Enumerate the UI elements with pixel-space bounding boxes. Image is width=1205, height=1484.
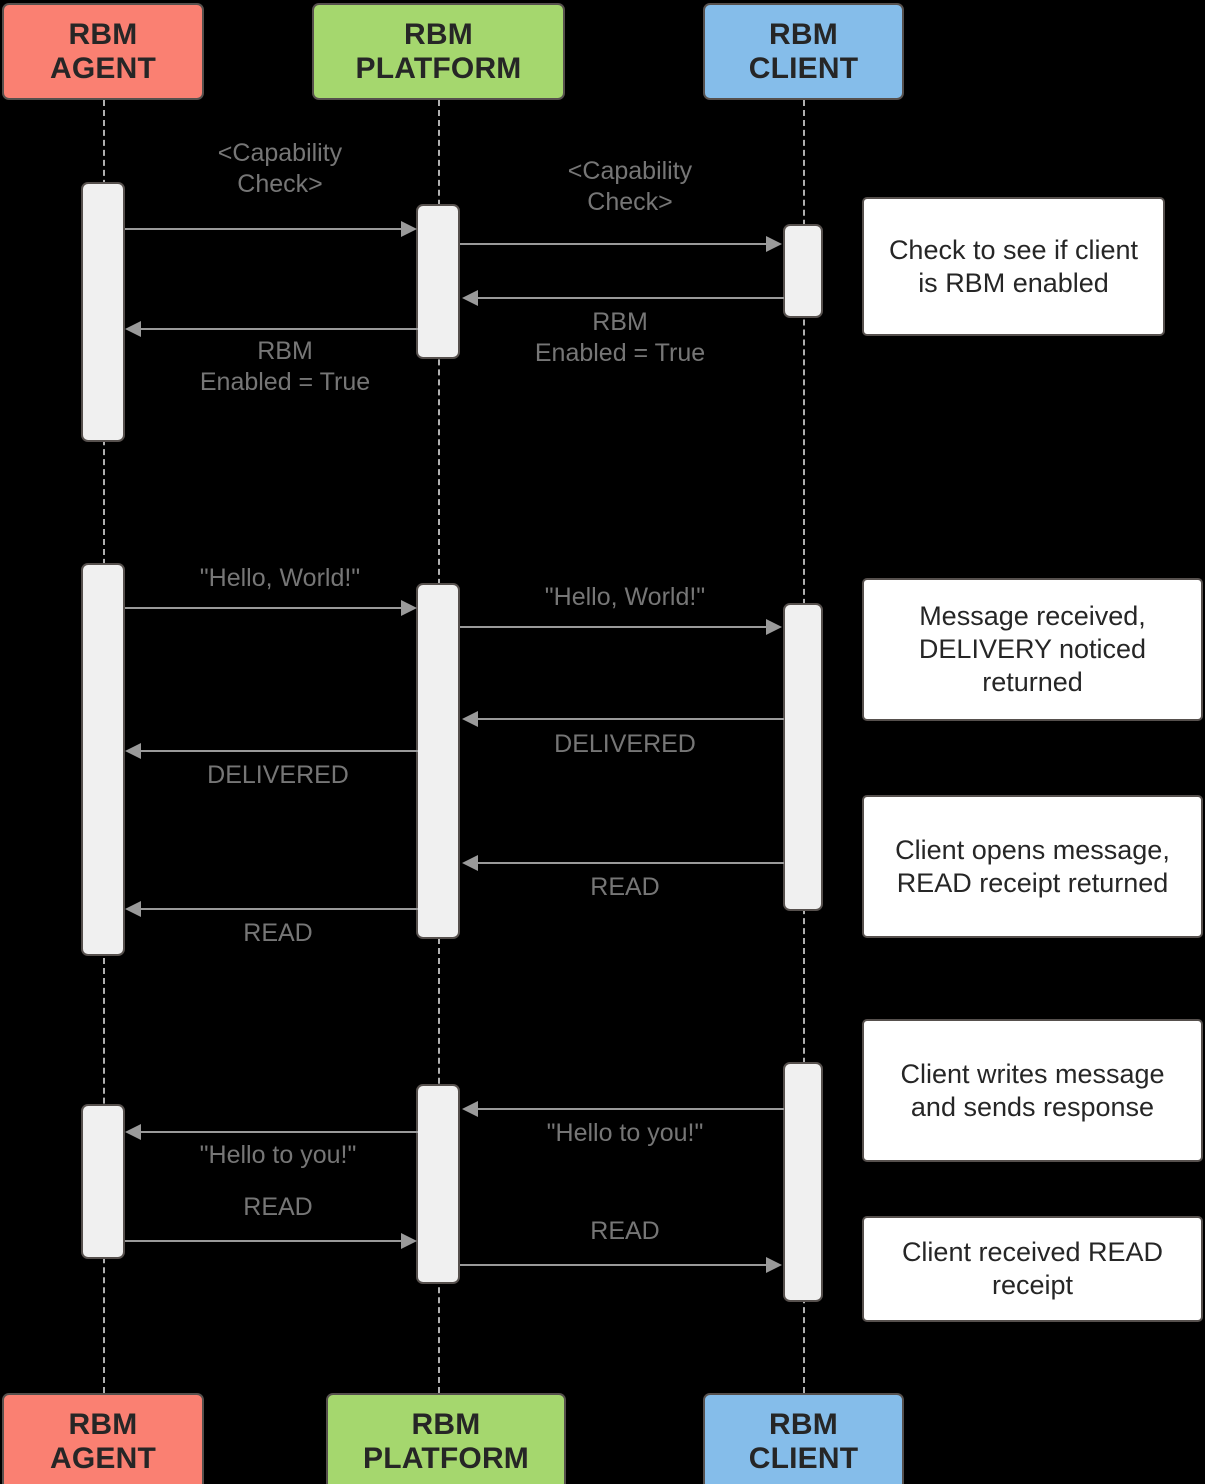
message-label-m2: <Capability Check> (567, 157, 693, 217)
actor-footer-agent[interactable]: RBM AGENT (2, 1393, 204, 1484)
message-line-m12 (141, 1131, 418, 1133)
activation-client-3 (783, 1062, 823, 1302)
note-check-rbm-enabled: Check to see if client is RBM enabled (862, 197, 1165, 336)
message-line-m10 (141, 908, 418, 910)
message-label-m14: READ (590, 1217, 660, 1245)
message-line-m4 (141, 328, 418, 330)
actor-footer-platform-line1: RBM (411, 1407, 481, 1441)
message-arrow-m6 (766, 619, 782, 635)
message-arrow-m8 (125, 743, 141, 759)
note-client-writes-message-text: Client writes message and sends response (900, 1058, 1165, 1122)
actor-header-platform-line1: RBM (404, 17, 473, 51)
activation-platform-2 (416, 583, 460, 939)
message-label-m12: "Hello to you!" (199, 1141, 357, 1169)
actor-header-agent-line1: RBM (68, 17, 138, 51)
note-client-received-read: Client received READ receipt (862, 1216, 1203, 1322)
activation-client-2 (783, 603, 823, 911)
actor-header-agent-line2: AGENT (50, 51, 156, 85)
actor-footer-agent-line2: AGENT (50, 1441, 156, 1475)
message-line-m1 (125, 228, 403, 230)
message-line-m13 (125, 1240, 403, 1242)
activation-agent-2 (81, 563, 125, 956)
message-label-m9: READ (590, 873, 660, 901)
message-arrow-m13 (401, 1233, 417, 1249)
message-arrow-m14 (766, 1257, 782, 1273)
message-label-m5: "Hello, World!" (199, 564, 361, 592)
message-line-m6 (460, 626, 767, 628)
message-label-m13: READ (243, 1193, 313, 1221)
actor-footer-client-line2: CLIENT (748, 1441, 859, 1475)
actor-header-client[interactable]: RBM CLIENT (703, 3, 904, 100)
message-label-m8: DELIVERED (207, 761, 349, 789)
message-line-m9 (478, 862, 784, 864)
message-label-m3: RBM Enabled = True (534, 308, 706, 368)
message-arrow-m4 (125, 321, 141, 337)
message-arrow-m7 (462, 711, 478, 727)
message-line-m14 (460, 1264, 767, 1266)
activation-agent-1 (81, 182, 125, 442)
activation-agent-3 (81, 1104, 125, 1259)
actor-header-client-line1: RBM (769, 17, 838, 51)
actor-header-platform-line2: PLATFORM (355, 51, 522, 85)
actor-header-agent[interactable]: RBM AGENT (2, 3, 204, 100)
activation-platform-1 (416, 204, 460, 359)
actor-footer-agent-line1: RBM (68, 1407, 138, 1441)
message-line-m8 (141, 750, 418, 752)
message-label-m4: RBM Enabled = True (199, 337, 371, 397)
message-arrow-m5 (401, 600, 417, 616)
message-label-m10: READ (243, 919, 313, 947)
message-line-m5 (125, 607, 403, 609)
message-arrow-m12 (125, 1124, 141, 1140)
actor-footer-client[interactable]: RBM CLIENT (703, 1393, 904, 1484)
note-check-rbm-enabled-text: Check to see if client is RBM enabled (888, 234, 1139, 298)
message-line-m11 (478, 1108, 784, 1110)
actor-header-platform[interactable]: RBM PLATFORM (312, 3, 565, 100)
activation-client-1 (783, 224, 823, 318)
actor-footer-platform[interactable]: RBM PLATFORM (326, 1393, 566, 1484)
message-arrow-m9 (462, 855, 478, 871)
note-message-received-text: Message received, DELIVERY noticed retur… (918, 601, 1147, 697)
note-client-writes-message: Client writes message and sends response (862, 1019, 1203, 1162)
message-line-m3 (478, 297, 784, 299)
message-label-m1: <Capability Check> (217, 139, 343, 199)
actor-header-client-line2: CLIENT (748, 51, 859, 85)
message-arrow-m2 (766, 236, 782, 252)
message-label-m6: "Hello, World!" (544, 583, 706, 611)
activation-platform-3 (416, 1084, 460, 1284)
message-line-m7 (478, 718, 784, 720)
message-arrow-m10 (125, 901, 141, 917)
note-client-opens-message: Client opens message, READ receipt retur… (862, 795, 1203, 938)
actor-footer-platform-line2: PLATFORM (362, 1441, 529, 1475)
message-line-m2 (460, 243, 767, 245)
message-label-m7: DELIVERED (554, 730, 696, 758)
note-message-received: Message received, DELIVERY noticed retur… (862, 578, 1203, 721)
note-client-opens-message-text: Client opens message, READ receipt retur… (895, 834, 1170, 898)
note-client-received-read-text: Client received READ receipt (901, 1237, 1164, 1300)
message-arrow-m1 (401, 221, 417, 237)
message-label-m11: "Hello to you!" (546, 1119, 704, 1147)
message-arrow-m11 (462, 1101, 478, 1117)
actor-footer-client-line1: RBM (769, 1407, 838, 1441)
message-arrow-m3 (462, 290, 478, 306)
